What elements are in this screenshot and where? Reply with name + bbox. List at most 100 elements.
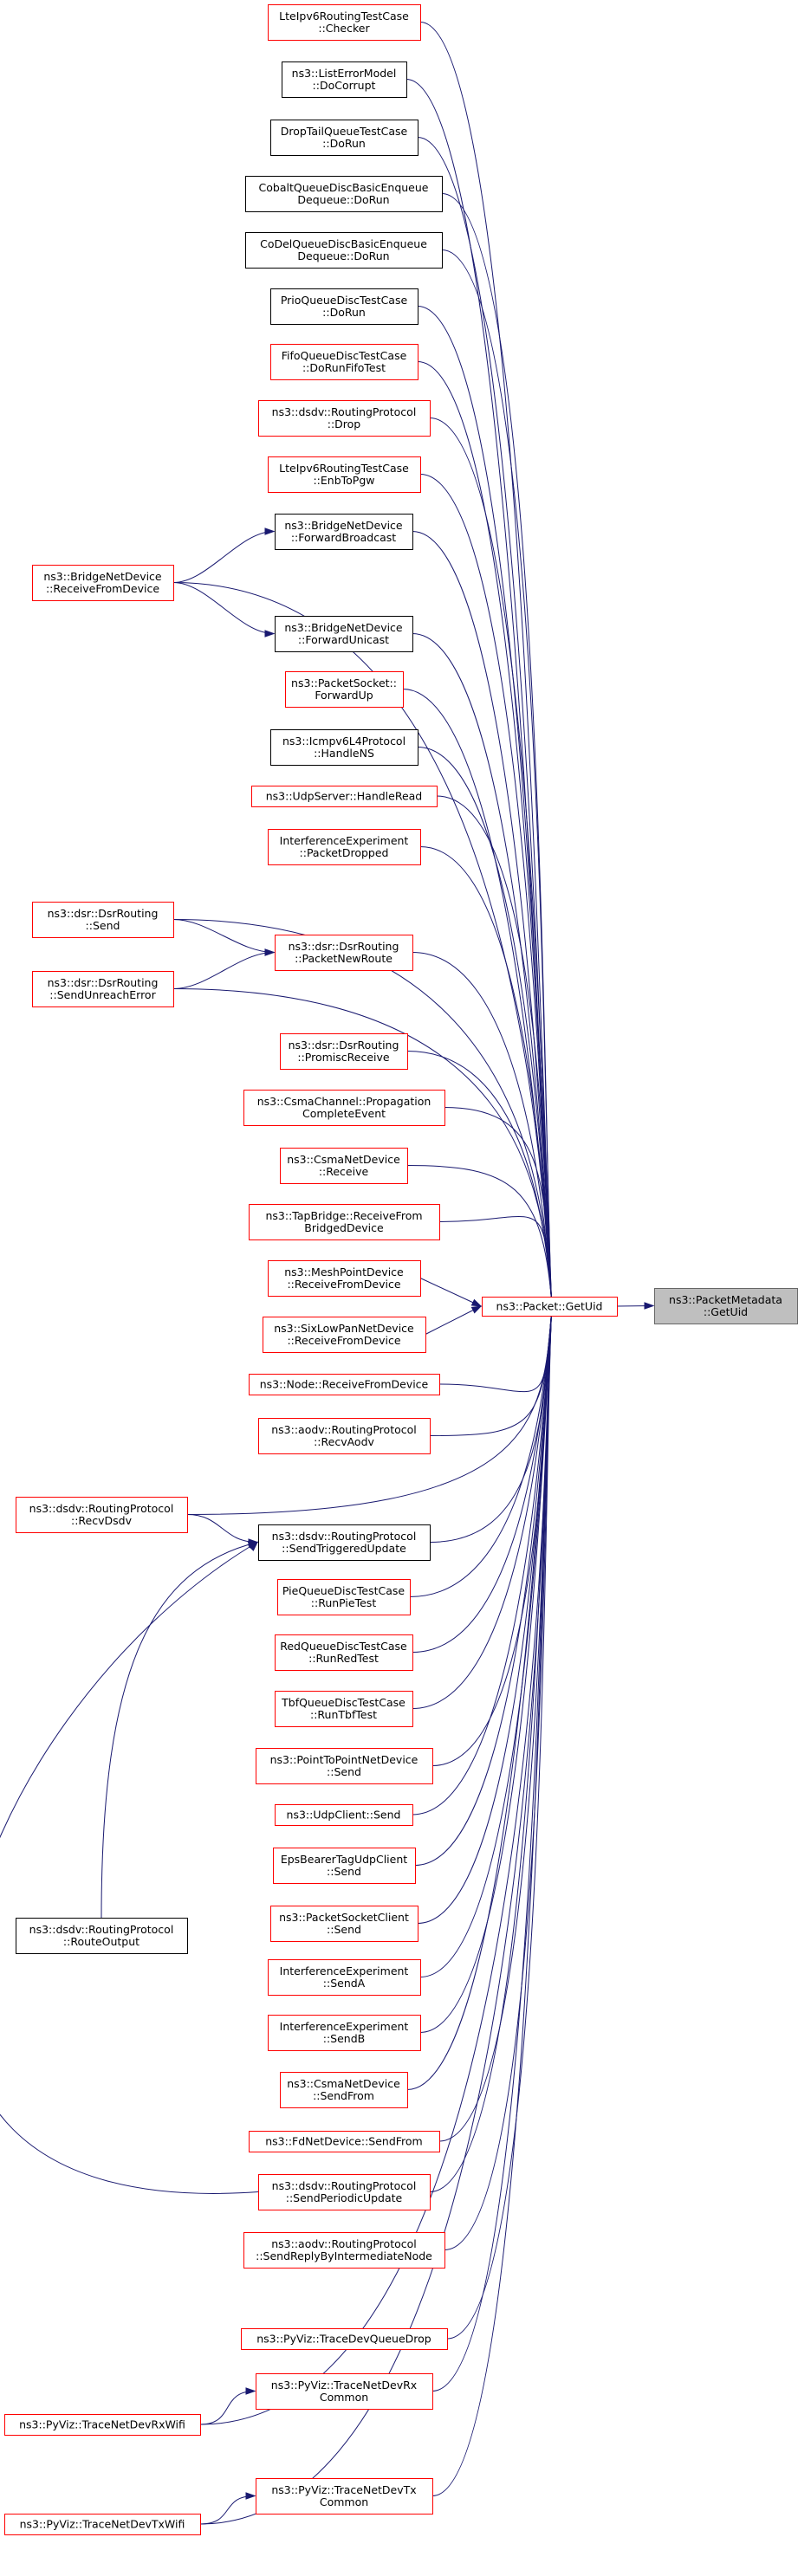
graph-node-n-dsdv-spu[interactable]: ns3::dsdv::RoutingProtocol::SendPeriodic…: [258, 2174, 431, 2210]
graph-node-box[interactable]: [243, 1090, 445, 1126]
graph-node-n-icmpv6[interactable]: ns3::Icmpv6L4Protocol::HandleNS: [270, 729, 418, 766]
graph-node-box[interactable]: [482, 1297, 618, 1317]
graph-node-getuid[interactable]: ns3::Packet::GetUid: [482, 1297, 618, 1317]
graph-node-n-udpclient[interactable]: ns3::UdpClient::Send: [275, 1804, 413, 1826]
graph-node-n-dsdv-recv[interactable]: ns3::dsdv::RoutingProtocol::RecvDsdv: [16, 1497, 188, 1533]
graph-node-n-csma-sendfrom[interactable]: ns3::CsmaNetDevice::SendFrom: [280, 2072, 408, 2108]
graph-node-box[interactable]: [275, 514, 413, 550]
graph-node-n-aodv-recv[interactable]: ns3::aodv::RoutingProtocol::RecvAodv: [258, 1418, 431, 1454]
graph-node-n-prio[interactable]: PrioQueueDiscTestCase::DoRun: [270, 288, 418, 325]
graph-node-n-interf-a[interactable]: InterferenceExperiment::SendA: [268, 1959, 421, 1996]
graph-node-box[interactable]: [256, 2478, 433, 2515]
graph-node-box[interactable]: [268, 456, 421, 493]
graph-node-box[interactable]: [280, 1033, 408, 1070]
graph-node-box[interactable]: [256, 1748, 433, 1784]
graph-node-n-dsr-pnr[interactable]: ns3::dsr::DsrRouting::PacketNewRoute: [275, 935, 413, 971]
graph-node-n-bridge-rfd[interactable]: ns3::BridgeNetDevice::ReceiveFromDevice: [32, 565, 174, 601]
graph-node-box[interactable]: [277, 1579, 411, 1615]
graph-node-n-mesh[interactable]: ns3::MeshPointDevice::ReceiveFromDevice: [268, 1260, 421, 1297]
graph-node-box[interactable]: [263, 1317, 426, 1353]
graph-node-n-p2p[interactable]: ns3::PointToPointNetDevice::Send: [256, 1748, 433, 1784]
graph-node-n-dsdv-stu[interactable]: ns3::dsdv::RoutingProtocol::SendTriggere…: [258, 1524, 431, 1561]
graph-node-box[interactable]: [258, 1418, 431, 1454]
graph-node-box[interactable]: [249, 1374, 440, 1395]
graph-node-box[interactable]: [32, 565, 174, 601]
graph-node-n-pyviz-tdqd[interactable]: ns3::PyViz::TraceDevQueueDrop: [241, 2328, 448, 2350]
graph-node-box[interactable]: [280, 2072, 408, 2108]
graph-node-box[interactable]: [16, 1497, 188, 1533]
graph-node-box[interactable]: [270, 120, 418, 156]
graph-node-n-tbf[interactable]: TbfQueueDiscTestCase::RunTbfTest: [275, 1691, 413, 1727]
graph-node-n-dsr-sue[interactable]: ns3::dsr::DsrRouting::SendUnreachError: [32, 971, 174, 1007]
graph-node-n-lte-enb[interactable]: LteIpv6RoutingTestCase::EnbToPgw: [268, 456, 421, 493]
graph-node-n-bridge-fu[interactable]: ns3::BridgeNetDevice::ForwardUnicast: [275, 616, 413, 652]
graph-node-box[interactable]: [258, 400, 431, 437]
graph-node-n-fifo[interactable]: FifoQueueDiscTestCase::DoRunFifoTest: [270, 344, 418, 380]
graph-node-box[interactable]: [245, 176, 443, 212]
graph-node-box[interactable]: [4, 2514, 201, 2535]
graph-node-box[interactable]: [270, 1906, 418, 1942]
graph-node-box[interactable]: [285, 671, 404, 708]
graph-node-box[interactable]: [4, 2414, 201, 2436]
graph-node-box[interactable]: [282, 61, 407, 98]
graph-node-n-bridge-fb[interactable]: ns3::BridgeNetDevice::ForwardBroadcast: [275, 514, 413, 550]
graph-node-box[interactable]: [249, 1204, 440, 1240]
graph-node-box[interactable]: [275, 935, 413, 971]
graph-node-n-interf-dropped[interactable]: InterferenceExperiment::PacketDropped: [268, 829, 421, 865]
graph-node-n-csma-recv[interactable]: ns3::CsmaNetDevice::Receive: [280, 1148, 408, 1184]
graph-node-n-aodv-srbin[interactable]: ns3::aodv::RoutingProtocol::SendReplyByI…: [243, 2232, 445, 2269]
graph-node-n-dsr-send[interactable]: ns3::dsr::DsrRouting::Send: [32, 902, 174, 938]
graph-node-box[interactable]: [241, 2328, 448, 2350]
graph-node-box[interactable]: [275, 1691, 413, 1727]
graph-node-box[interactable]: [268, 829, 421, 865]
graph-node-box[interactable]: [245, 232, 443, 269]
graph-node-box[interactable]: [275, 616, 413, 652]
graph-node-box[interactable]: [270, 729, 418, 766]
graph-node-n-csma-prop[interactable]: ns3::CsmaChannel::PropagationCompleteEve…: [243, 1090, 445, 1126]
graph-node-box[interactable]: [268, 1959, 421, 1996]
graph-node-box[interactable]: [270, 288, 418, 325]
graph-node-n-udpserver[interactable]: ns3::UdpServer::HandleRead: [251, 786, 438, 807]
graph-node-n-pyviz-rxwifi[interactable]: ns3::PyViz::TraceNetDevRxWifi: [4, 2414, 201, 2436]
graph-node-box[interactable]: [256, 2373, 433, 2410]
graph-node-n-sixlow[interactable]: ns3::SixLowPanNetDevice::ReceiveFromDevi…: [263, 1317, 426, 1353]
graph-node-n-interf-b[interactable]: InterferenceExperiment::SendB: [268, 2015, 421, 2051]
graph-node-n-pie[interactable]: PieQueueDiscTestCase::RunPieTest: [277, 1579, 411, 1615]
graph-node-box[interactable]: [268, 1260, 421, 1297]
graph-node-n-packetsocket-fu[interactable]: ns3::PacketSocket::ForwardUp: [285, 671, 404, 708]
graph-node-box[interactable]: [32, 971, 174, 1007]
graph-node-n-cobalt[interactable]: CobaltQueueDiscBasicEnqueueDequeue::DoRu…: [245, 176, 443, 212]
graph-node-box[interactable]: [270, 344, 418, 380]
graph-node-box[interactable]: [275, 1804, 413, 1826]
graph-node-box[interactable]: [654, 1288, 798, 1324]
graph-node-n-lte-checker[interactable]: LteIpv6RoutingTestCase::Checker: [268, 4, 421, 41]
graph-node-n-pyviz-txwifi[interactable]: ns3::PyViz::TraceNetDevTxWifi: [4, 2514, 201, 2535]
graph-node-box[interactable]: [268, 2015, 421, 2051]
graph-node-box[interactable]: [258, 2174, 431, 2210]
graph-node-box[interactable]: [273, 1848, 416, 1884]
graph-node-n-dsr-promisc[interactable]: ns3::dsr::DsrRouting::PromiscReceive: [280, 1033, 408, 1070]
graph-node-n-epsbearer[interactable]: EpsBearerTagUdpClient::Send: [273, 1848, 416, 1884]
graph-node-box[interactable]: [268, 4, 421, 41]
graph-node-n-red[interactable]: RedQueueDiscTestCase::RunRedTest: [275, 1634, 413, 1671]
graph-node-box[interactable]: [258, 1524, 431, 1561]
graph-node-box[interactable]: [249, 2131, 440, 2152]
graph-node-n-dsdv-drop[interactable]: ns3::dsdv::RoutingProtocol::Drop: [258, 400, 431, 437]
graph-node-box[interactable]: [251, 786, 438, 807]
graph-node-box[interactable]: [16, 1918, 188, 1954]
graph-node-root[interactable]: ns3::PacketMetadata::GetUid: [654, 1288, 798, 1324]
graph-node-n-pktsockclient[interactable]: ns3::PacketSocketClient::Send: [270, 1906, 418, 1942]
graph-node-n-dsdv-ro[interactable]: ns3::dsdv::RoutingProtocol::RouteOutput: [16, 1918, 188, 1954]
graph-node-n-node-rfd[interactable]: ns3::Node::ReceiveFromDevice: [249, 1374, 440, 1395]
graph-node-box[interactable]: [32, 902, 174, 938]
graph-node-n-droptail[interactable]: DropTailQueueTestCase::DoRun: [270, 120, 418, 156]
graph-node-box[interactable]: [280, 1148, 408, 1184]
graph-node-n-listerror[interactable]: ns3::ListErrorModel::DoCorrupt: [282, 61, 407, 98]
graph-node-box[interactable]: [275, 1634, 413, 1671]
graph-node-box[interactable]: [243, 2232, 445, 2269]
graph-node-n-fd[interactable]: ns3::FdNetDevice::SendFrom: [249, 2131, 440, 2152]
